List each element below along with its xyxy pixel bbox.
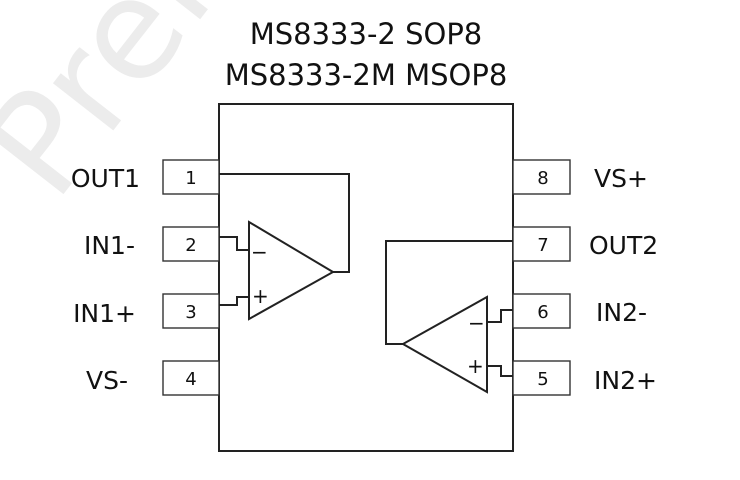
pin-label-vs-minus: VS- <box>86 366 128 395</box>
pin-number-1: 1 <box>185 168 196 189</box>
pin-label-out2: OUT2 <box>589 231 658 260</box>
opamp2-inverting-wire <box>487 309 513 323</box>
opamp2-minus-sign: − <box>468 311 485 335</box>
pin-label-out1: OUT1 <box>71 164 140 193</box>
pin-label-in1-minus: IN1- <box>84 231 135 260</box>
pin-box-3 <box>162 293 220 329</box>
opamp1-plus-sign: + <box>252 284 269 308</box>
opamp1-output-feedback-wire <box>219 173 350 273</box>
pin-number-4: 4 <box>185 369 196 390</box>
pin-box-1 <box>162 159 220 195</box>
title-line2: MS8333-2M MSOP8 <box>225 58 508 92</box>
opamp1-inverting-wire <box>219 236 249 251</box>
opamp1-triangle <box>248 220 336 321</box>
pin-label-in2-plus: IN2+ <box>594 366 657 395</box>
pin-box-7 <box>512 226 571 262</box>
pin-label-in1-plus: IN1+ <box>73 299 136 328</box>
opamp2-plus-sign: + <box>467 354 484 378</box>
opamp2-noninverting-wire <box>487 365 513 377</box>
pin-number-8: 8 <box>537 168 548 189</box>
pin-number-7: 7 <box>537 235 548 256</box>
pin-box-4 <box>162 360 220 396</box>
opamp2-triangle <box>400 295 488 394</box>
pin-number-5: 5 <box>537 369 548 390</box>
pin-box-8 <box>512 159 571 195</box>
title-line1: MS8333-2 SOP8 <box>250 17 483 51</box>
opamp2-output-feedback-wire <box>385 240 513 345</box>
pin-label-vs-plus: VS+ <box>594 164 648 193</box>
pin-number-3: 3 <box>185 302 196 323</box>
pin-box-2 <box>162 226 220 262</box>
pin-number-6: 6 <box>537 302 548 323</box>
pin-number-2: 2 <box>185 235 196 256</box>
pin-box-6 <box>512 293 571 329</box>
opamp1-minus-sign: − <box>251 240 268 264</box>
pin-label-in2-minus: IN2- <box>596 298 647 327</box>
pin-box-5 <box>512 360 571 396</box>
opamp1-noninverting-wire <box>219 296 249 306</box>
chip-body <box>218 103 514 452</box>
